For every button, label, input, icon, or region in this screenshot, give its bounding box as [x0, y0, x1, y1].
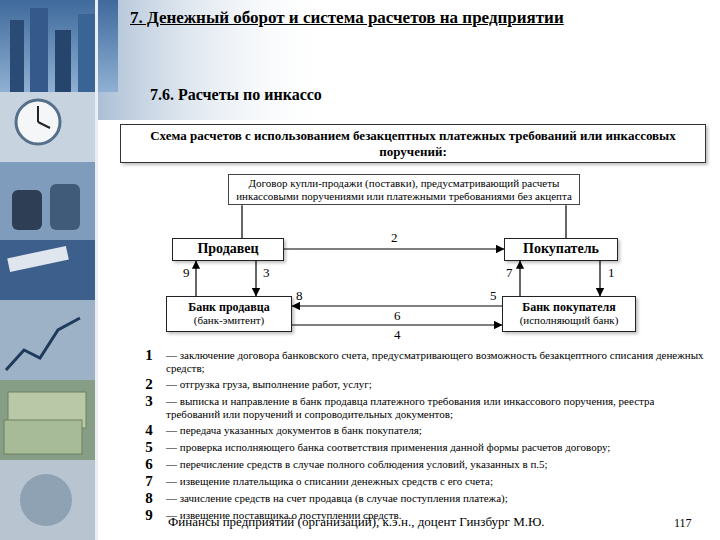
step-number: 3 [132, 394, 166, 409]
slide-title: 7. Денежный оборот и система расчетов на… [130, 8, 710, 28]
building [10, 20, 24, 92]
step-row: 3— выписка и направление в банк продавца… [132, 394, 710, 421]
person [50, 184, 80, 230]
bracket-line [241, 205, 242, 238]
flow-arrow [195, 261, 196, 296]
step-number: 1 [132, 348, 166, 363]
footer-text: Финансы предприятий (организаций), к.э.н… [168, 515, 545, 529]
callout-number: 7 [505, 266, 514, 279]
step-number: 4 [132, 423, 166, 438]
flow-arrow [519, 261, 520, 296]
bank-box: Банк продавца(банк-эмитент) [166, 296, 292, 332]
step-number: 6 [132, 457, 166, 472]
step-number: 8 [132, 491, 166, 506]
party-box: Продавец [172, 238, 284, 261]
flow-arrow [255, 261, 256, 296]
step-row: 2— отгрузка груза, выполнение работ, усл… [132, 377, 710, 392]
building [30, 8, 48, 92]
box-label: Договор купли-продажи (поставки), предус… [235, 177, 573, 202]
flow-arrow [292, 305, 502, 306]
box-label: Банк покупателя [507, 300, 631, 314]
step-text: — отгрузка груза, выполнение работ, услу… [166, 377, 710, 391]
bank-box: Банк покупателя(исполняющий банк) [502, 296, 636, 332]
sign [7, 246, 69, 272]
flow-arrow [292, 324, 502, 325]
callout-number: 2 [390, 231, 399, 244]
flow-arrow [599, 261, 600, 296]
bracket-line [565, 205, 566, 238]
party-box: Покупатель [504, 238, 618, 261]
flow-arrow [284, 248, 504, 249]
step-list: 1— заключение договора банковского счета… [132, 348, 710, 525]
strip-edge [95, 0, 98, 540]
callout-number: 6 [393, 309, 402, 322]
callout-number: 5 [490, 289, 497, 303]
step-number: 7 [132, 474, 166, 489]
step-row: 1— заключение договора банковского счета… [132, 348, 710, 375]
box-sublabel: (исполняющий банк) [507, 314, 631, 327]
step-text: — перечисление средств в случае полного … [166, 457, 710, 471]
heading-box: Схема расчетов с использованием безакцеп… [120, 124, 706, 163]
chart-line [6, 318, 80, 370]
banknote [4, 420, 82, 454]
step-row: 5— проверка исполняющего банка соответст… [132, 440, 710, 455]
office-photo [0, 162, 95, 240]
step-row: 4— передача указанных документов в банк … [132, 423, 710, 438]
step-row: 8— зачисление средств на счет продавца (… [132, 491, 710, 506]
box-sublabel: (банк-эмитент) [171, 314, 287, 327]
step-text: — извещение плательщика о списании денеж… [166, 474, 710, 488]
business-photo [0, 240, 95, 300]
portrait [20, 474, 72, 526]
box-label: Схема расчетов с использованием безакцеп… [129, 128, 697, 159]
contract-box: Договор купли-продажи (поставки), предус… [228, 174, 580, 205]
callout-number: 8 [296, 289, 303, 303]
person [12, 190, 42, 230]
step-text: — зачисление средств на счет продавца (в… [166, 491, 710, 505]
step-row: 7— извещение плательщика о списании дене… [132, 474, 710, 489]
step-text: — заключение договора банковского счета,… [166, 348, 710, 375]
clock-hand [37, 106, 39, 122]
callout-number: 9 [182, 266, 191, 279]
clock-hand [38, 122, 50, 128]
step-number: 5 [132, 440, 166, 455]
step-text: — передача указанных документов в банк п… [166, 423, 710, 437]
page-number: 117 [674, 517, 692, 530]
chart-photo [0, 300, 95, 380]
step-text: — проверка исполняющего банка соответств… [166, 440, 710, 454]
building [55, 30, 71, 92]
callout-number: 1 [607, 266, 616, 279]
dollar-photo [0, 460, 95, 540]
clock-face [16, 100, 60, 144]
box-label: Покупатель [509, 241, 613, 258]
callout-number: 3 [262, 266, 271, 279]
callout-number: 4 [393, 328, 402, 341]
step-row: 6— перечисление средств в случае полного… [132, 457, 710, 472]
step-text: — выписка и направление в банк продавца … [166, 394, 710, 421]
box-label: Продавец [177, 241, 279, 258]
box-label: Банк продавца [171, 300, 287, 314]
clock-photo [0, 92, 95, 162]
subtitle: 7.6. Расчеты по инкассо [150, 86, 322, 104]
money-photo [0, 380, 95, 460]
step-number: 9 [132, 508, 166, 523]
step-number: 2 [132, 377, 166, 392]
city-photo [0, 0, 118, 92]
